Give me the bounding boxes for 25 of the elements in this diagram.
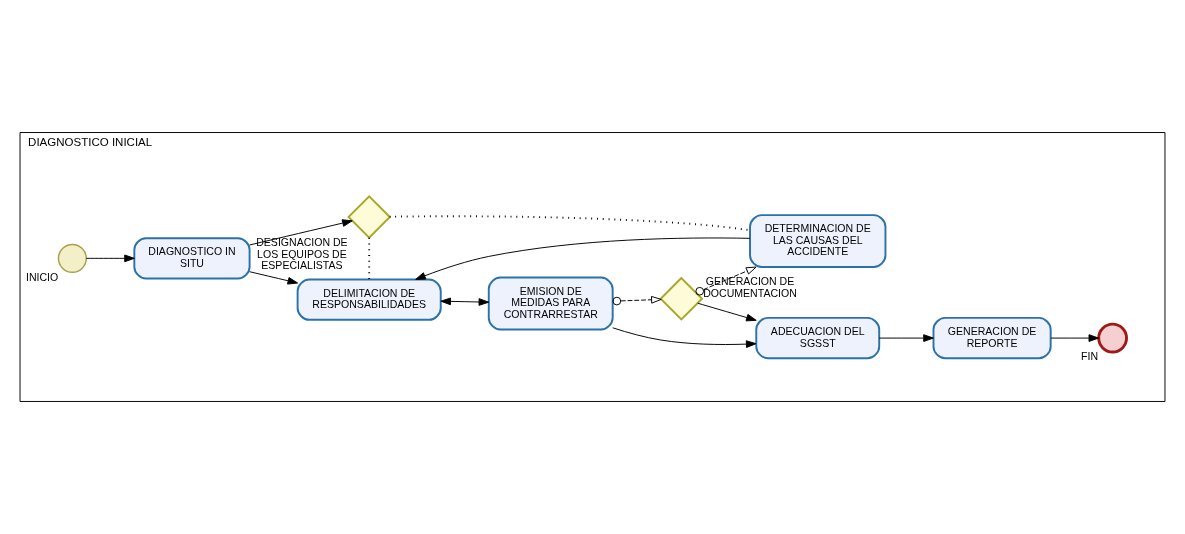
node-circle bbox=[1097, 322, 1128, 354]
arrow bbox=[612, 327, 757, 348]
node-label: GENERACION DE DOCUMENTACION bbox=[703, 275, 797, 299]
arrow bbox=[878, 334, 934, 342]
node-label: DESIGNACION DE LOS EQUIPOS DE ESPECIALISTAS bbox=[256, 236, 348, 272]
connector bbox=[368, 236, 371, 281]
node-label: INICIO bbox=[26, 270, 59, 283]
arrow bbox=[612, 295, 662, 306]
arrow bbox=[85, 254, 135, 263]
node-box: ADECUACION DEL SGSST bbox=[755, 316, 881, 360]
arrow bbox=[249, 271, 299, 285]
node-box: DELIMITACION DE RESPONSABILIDADES bbox=[296, 278, 442, 321]
arrow bbox=[440, 297, 490, 306]
node-box: EMISION DE MEDIDAS PARA CONTRARRESTAR bbox=[487, 276, 614, 331]
node-diamond bbox=[347, 195, 392, 240]
arrow bbox=[695, 266, 757, 296]
node-label: FIN bbox=[1081, 350, 1099, 363]
arrow bbox=[697, 302, 757, 322]
node-box: DIAGNOSTICO IN SITU bbox=[133, 237, 251, 280]
arrow bbox=[1050, 334, 1100, 342]
node-box: GENERACION DE REPORTE bbox=[932, 316, 1052, 360]
node-circle bbox=[57, 243, 87, 273]
arrow bbox=[415, 237, 751, 280]
node-box: DETERMINACION DE LAS CAUSAS DEL ACCIDENTE bbox=[749, 214, 887, 268]
arrow bbox=[249, 219, 353, 246]
